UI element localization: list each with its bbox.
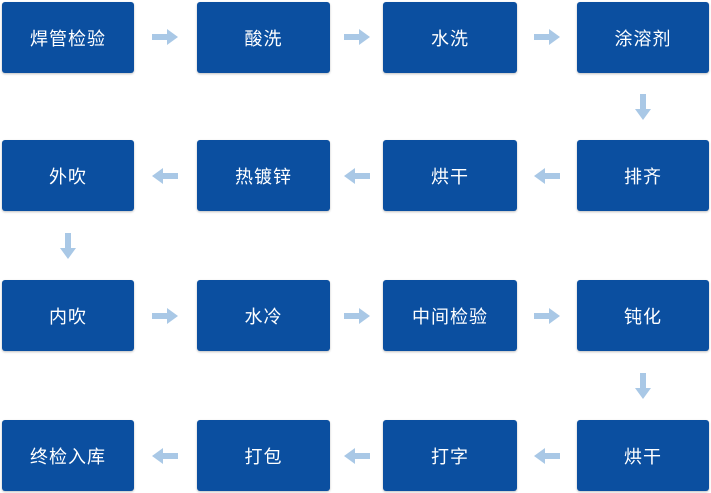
- step-label: 热镀锌: [235, 166, 292, 188]
- step-intermediate-inspection: 中间检验: [383, 280, 517, 351]
- step-passivation: 钝化: [577, 280, 709, 351]
- step-label: 烘干: [431, 166, 469, 188]
- step-label: 酸洗: [244, 28, 283, 50]
- arrow-down-icon: [635, 94, 651, 120]
- step-label: 打包: [244, 446, 283, 468]
- step-weld-pipe-inspection: 焊管检验: [2, 2, 134, 73]
- step-outer-blowing: 外吹: [2, 140, 134, 211]
- arrow-right-icon: [534, 308, 560, 324]
- step-label: 水冷: [244, 306, 283, 328]
- step-label: 焊管检验: [30, 28, 106, 50]
- step-label: 内吹: [49, 306, 87, 328]
- step-drying-1: 烘干: [383, 140, 517, 211]
- step-label: 水洗: [431, 28, 469, 50]
- arrow-down-icon: [60, 233, 76, 259]
- step-final-inspection-storage: 终检入库: [2, 420, 134, 491]
- step-pickling: 酸洗: [197, 2, 330, 73]
- step-hot-dip-galvanizing: 热镀锌: [197, 140, 330, 211]
- step-flux-coating: 涂溶剂: [577, 2, 709, 73]
- step-marking: 打字: [383, 420, 517, 491]
- step-label: 排齐: [624, 166, 662, 188]
- step-arrange: 排齐: [577, 140, 709, 211]
- step-drying-2: 烘干: [577, 420, 709, 491]
- step-label: 钝化: [624, 306, 662, 328]
- step-packing: 打包: [197, 420, 330, 491]
- arrow-right-icon: [152, 308, 178, 324]
- arrow-left-icon: [344, 168, 370, 184]
- step-label: 外吹: [49, 166, 87, 188]
- step-label: 涂溶剂: [614, 28, 672, 50]
- arrow-left-icon: [344, 448, 370, 464]
- step-water-wash: 水洗: [383, 2, 517, 73]
- arrow-right-icon: [534, 29, 560, 45]
- arrow-left-icon: [534, 448, 560, 464]
- step-label: 烘干: [624, 446, 662, 468]
- arrow-down-icon: [635, 373, 651, 399]
- step-label: 终检入库: [30, 446, 106, 468]
- step-label: 中间检验: [412, 306, 488, 328]
- arrow-right-icon: [344, 29, 370, 45]
- arrow-left-icon: [152, 448, 178, 464]
- arrow-right-icon: [344, 308, 370, 324]
- arrow-left-icon: [534, 168, 560, 184]
- arrow-left-icon: [152, 168, 178, 184]
- step-label: 打字: [431, 446, 469, 468]
- arrow-right-icon: [152, 29, 178, 45]
- step-inner-blowing: 内吹: [2, 280, 134, 351]
- step-water-cooling: 水冷: [197, 280, 330, 351]
